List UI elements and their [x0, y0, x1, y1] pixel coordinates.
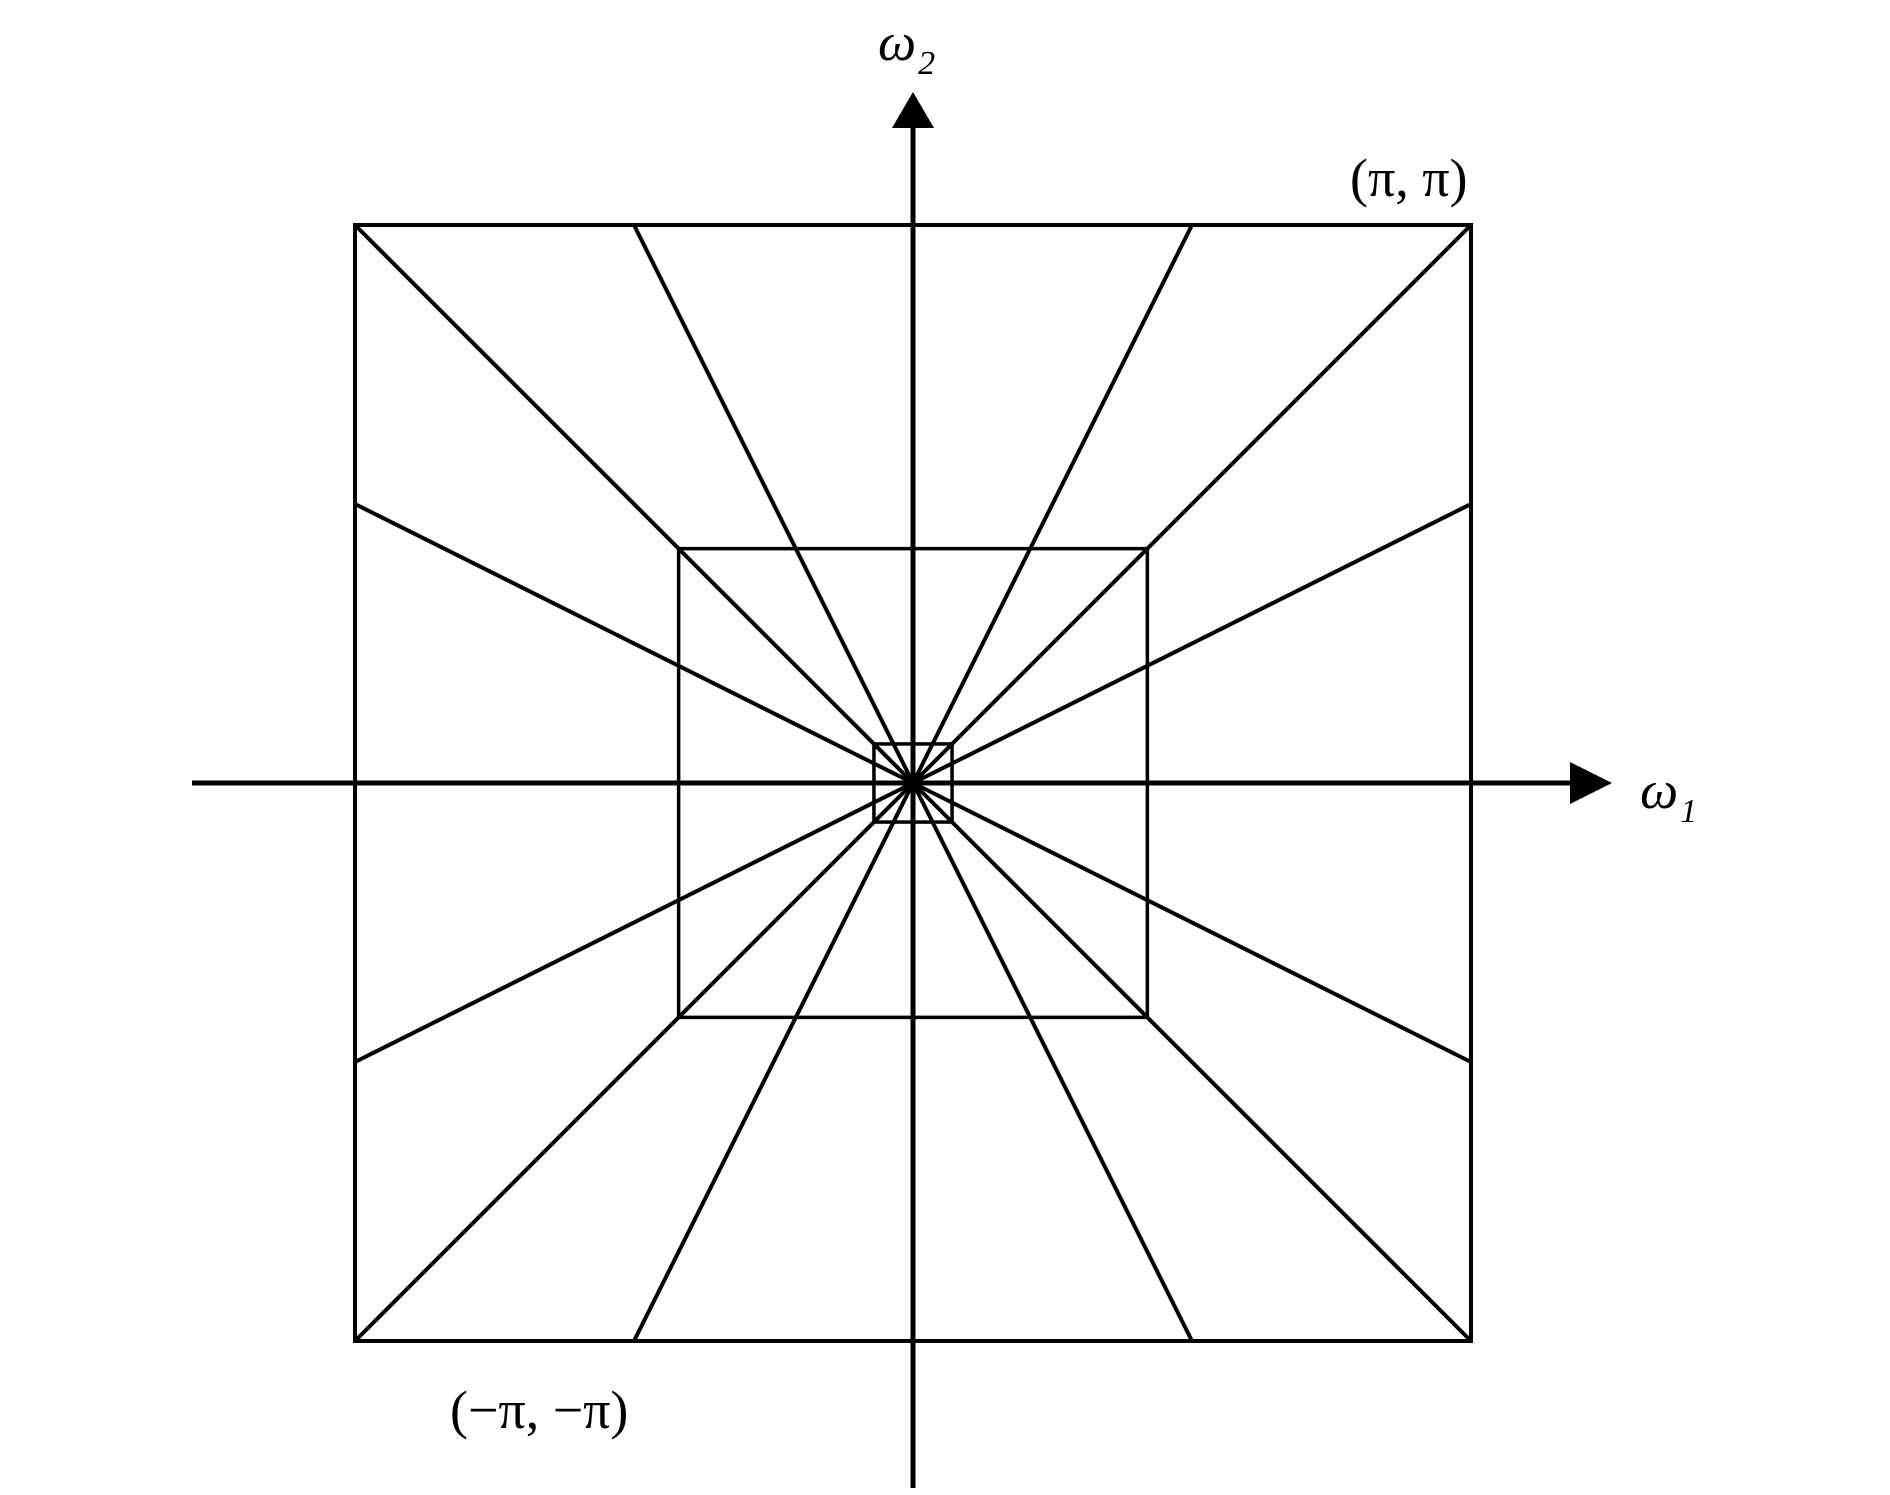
omega1-axis-label: ω1 — [1640, 760, 1697, 830]
omega2-subscript: 2 — [918, 45, 935, 82]
vertical-axis-arrowhead — [892, 92, 934, 128]
radial-ray-8 — [911, 782, 1194, 1342]
bottom-left-corner-label: (−π, −π) — [450, 1380, 628, 1440]
radial-ray-10 — [911, 781, 1473, 1343]
radial-ray-9 — [911, 223, 1473, 785]
radial-ray-4 — [632, 782, 915, 1342]
omega2-symbol: ω — [878, 12, 916, 72]
radial-ray-11 — [912, 781, 1472, 1064]
radial-ray-15 — [912, 502, 1472, 785]
axes — [192, 92, 1612, 1488]
radial-ray-2 — [353, 781, 915, 1343]
omega1-symbol: ω — [1640, 760, 1678, 820]
horizontal-axis-arrowhead — [1570, 762, 1612, 804]
radial-ray-16 — [354, 502, 914, 785]
radial-ray-1 — [353, 223, 915, 785]
omega1-subscript: 1 — [1680, 793, 1697, 830]
omega2-axis-label: ω2 — [878, 12, 935, 82]
radial-ray-3 — [632, 224, 915, 784]
radial-ray-7 — [911, 224, 1194, 784]
radial-ray-12 — [354, 781, 914, 1064]
top-right-corner-label: (π, π) — [1350, 148, 1468, 208]
